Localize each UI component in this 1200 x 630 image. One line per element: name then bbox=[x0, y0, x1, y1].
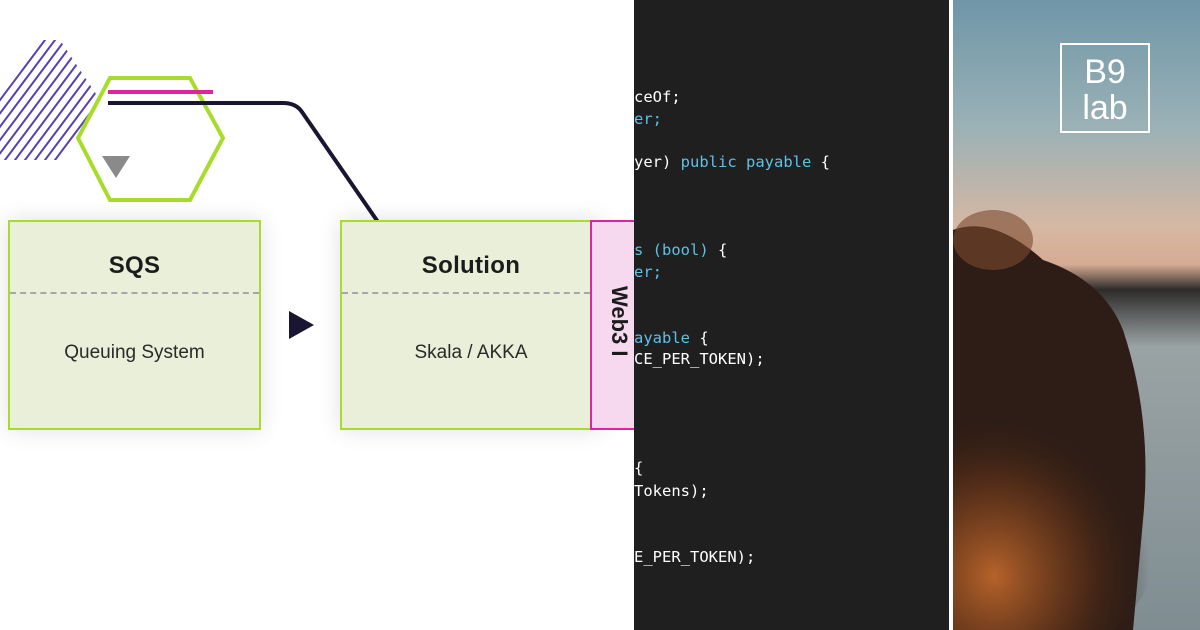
sqs-subtitle: Queuing System bbox=[64, 342, 205, 363]
code-text: E_PER_TOKEN); bbox=[634, 548, 756, 566]
code-line: yer) public payable { bbox=[634, 153, 830, 171]
sqs-box: SQS Queuing System bbox=[8, 220, 261, 430]
code-keyword: public payable bbox=[680, 153, 812, 171]
code-keyword: er; bbox=[634, 110, 662, 128]
logo-line2: lab bbox=[1082, 89, 1128, 127]
code-text: { bbox=[690, 329, 709, 347]
code-keyword: er; bbox=[634, 263, 662, 281]
photo-panel: B9 lab bbox=[953, 0, 1200, 630]
code-text: { bbox=[811, 153, 830, 171]
sqs-title: SQS bbox=[108, 252, 161, 279]
code-line: E_PER_TOKEN); bbox=[634, 548, 755, 566]
code-keyword: ayable bbox=[634, 329, 690, 347]
solution-divider bbox=[342, 292, 600, 294]
b9lab-logo: B9 lab bbox=[1060, 43, 1150, 133]
solution-box: Solution Skala / AKKA bbox=[340, 220, 602, 430]
logo-line1: B9 bbox=[1084, 53, 1126, 91]
arrow-right-icon bbox=[289, 311, 314, 339]
solution-title: Solution bbox=[421, 252, 521, 279]
code-line: ayable { bbox=[634, 329, 709, 347]
solution-subtitle: Skala / AKKA bbox=[414, 342, 528, 363]
code-line: s (bool) { bbox=[634, 241, 727, 259]
diagram-panel: SQS Queuing System Solution Skala / AKKA… bbox=[0, 40, 634, 430]
hexagon-icon bbox=[75, 76, 226, 202]
web3-title: Web3 I bbox=[607, 286, 632, 357]
code-panel: ceOf; er; yer) public payable { s (bool)… bbox=[634, 0, 949, 630]
code-text: ceOf; bbox=[634, 88, 681, 106]
code-line: Tokens); bbox=[634, 482, 709, 500]
web3-box: Web3 I bbox=[590, 220, 634, 430]
code-keyword: s (bool) bbox=[634, 241, 709, 259]
sqs-divider bbox=[10, 292, 259, 294]
code-text: { bbox=[634, 459, 644, 477]
panel-divider bbox=[949, 0, 953, 630]
code-text: Tokens); bbox=[634, 482, 709, 500]
code-line: ceOf; bbox=[634, 88, 681, 106]
code-line: { bbox=[634, 459, 643, 477]
triangle-down-icon bbox=[102, 156, 130, 178]
code-line: CE_PER_TOKEN); bbox=[634, 350, 765, 368]
photo-image bbox=[953, 0, 1200, 630]
code-line: er; bbox=[634, 110, 662, 128]
code-text: yer) bbox=[634, 153, 681, 171]
code-text: { bbox=[708, 241, 728, 259]
code-text: CE_PER_TOKEN); bbox=[634, 350, 765, 368]
diagram-decorations bbox=[0, 40, 380, 339]
connector-line bbox=[108, 101, 380, 224]
code-line: er; bbox=[634, 263, 662, 281]
